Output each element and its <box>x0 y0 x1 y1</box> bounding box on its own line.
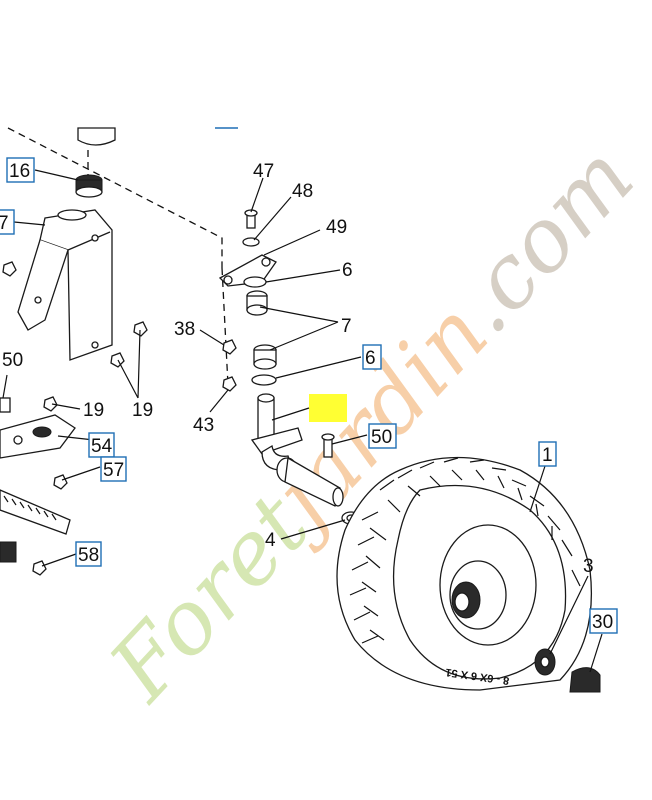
dashed-line-3 <box>221 267 229 386</box>
washer-6-top <box>243 276 267 288</box>
leader-lines <box>2 169 603 673</box>
spindle <box>250 393 344 507</box>
bolt-19 <box>43 396 58 412</box>
washer-48 <box>242 237 260 247</box>
callout-48: 48 <box>292 181 313 202</box>
svg-text:48: 48 <box>292 181 313 202</box>
svg-text:19: 19 <box>132 400 153 421</box>
nut-38 <box>222 339 237 355</box>
nut-43 <box>222 376 237 392</box>
nut-left-1 <box>2 261 17 277</box>
bushing-7-bottom <box>253 344 277 370</box>
nut-19a <box>133 321 148 337</box>
steering-column <box>77 127 116 146</box>
bolt-50a <box>0 397 11 413</box>
bolt-57 <box>53 474 68 490</box>
svg-text:47: 47 <box>253 161 274 182</box>
callout-1: 1 <box>538 441 557 467</box>
callout-54: 54 <box>88 432 115 458</box>
svg-text:54: 54 <box>91 436 113 457</box>
bushing-16 <box>75 174 103 198</box>
callout-47: 47 <box>253 161 274 182</box>
svg-text:50: 50 <box>371 427 392 448</box>
svg-text:50: 50 <box>2 350 23 371</box>
callout-19-mid: 19 <box>83 400 104 421</box>
callout-50-right: 50 <box>368 423 397 449</box>
svg-text:19: 19 <box>83 400 104 421</box>
callouts: 16 7 50 19 19 38 43 54 57 58 47 48 49 6 … <box>0 157 618 634</box>
svg-text:57: 57 <box>103 460 124 481</box>
svg-text:7: 7 <box>0 213 9 234</box>
callout-49: 49 <box>326 217 347 238</box>
svg-text:16: 16 <box>9 161 30 182</box>
bushing-7-top <box>246 290 268 316</box>
svg-text:6: 6 <box>365 348 376 369</box>
svg-text:38: 38 <box>174 319 195 340</box>
washer-6-bottom <box>251 374 277 386</box>
callout-7-left: 7 <box>0 209 15 235</box>
svg-text:6: 6 <box>342 260 353 281</box>
callout-43: 43 <box>193 415 214 436</box>
callout-30: 30 <box>589 608 618 634</box>
callout-16: 16 <box>6 157 35 183</box>
svg-text:7: 7 <box>341 316 352 337</box>
bolt-50b <box>321 433 335 458</box>
callout-50-left: 50 <box>2 350 23 371</box>
svg-text:30: 30 <box>592 612 613 633</box>
svg-text:4: 4 <box>265 530 276 551</box>
callout-4: 4 <box>265 530 276 551</box>
washer-3 <box>534 648 556 676</box>
nut-58 <box>32 560 47 576</box>
steering-rack <box>0 489 71 535</box>
steering-bracket <box>17 209 113 361</box>
callout-6-bottom: 6 <box>362 344 382 370</box>
svg-text:1: 1 <box>542 445 553 466</box>
svg-text:58: 58 <box>78 545 99 566</box>
gear-bottom-left <box>0 541 17 563</box>
dashed-line-1 <box>7 127 223 268</box>
svg-text:43: 43 <box>193 415 214 436</box>
nut-19b <box>110 352 125 368</box>
front-tire: 8 - 6X 6 X 51 <box>336 456 593 691</box>
callout-38: 38 <box>174 319 195 340</box>
callout-7-right: 7 <box>341 316 352 337</box>
svg-text:49: 49 <box>326 217 347 238</box>
svg-text:3: 3 <box>583 556 594 577</box>
callout-57: 57 <box>100 456 127 482</box>
callout-19-right: 19 <box>132 400 153 421</box>
bolt-47 <box>244 209 258 229</box>
sector-gear <box>0 414 76 459</box>
callout-6-top: 6 <box>342 260 353 281</box>
hub-cap-30 <box>569 667 601 693</box>
callout-58: 58 <box>75 541 102 567</box>
highlight-marker <box>309 394 347 422</box>
callout-3: 3 <box>583 556 594 577</box>
